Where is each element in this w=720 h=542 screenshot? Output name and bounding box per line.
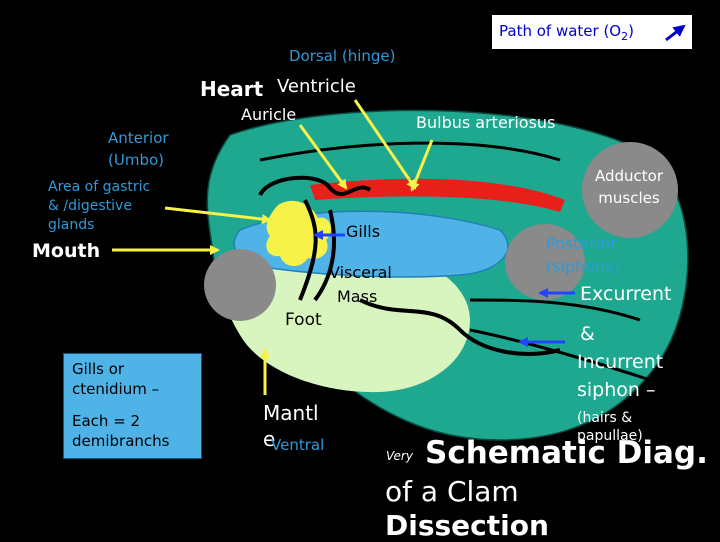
mouth-label: Mouth	[32, 240, 101, 262]
gills-label: Gills	[346, 222, 381, 241]
anterior-adductor	[204, 249, 276, 321]
posterior-label-line1: Posterior	[546, 234, 617, 253]
mantle-label-line2: e	[263, 427, 276, 451]
water-path-label: Path of water (O2)	[499, 22, 634, 43]
excurrent-label: Excurrent	[580, 283, 672, 305]
gastric-label-line3: glands	[48, 217, 95, 233]
hairs-label-line2: papullae)	[577, 428, 643, 444]
arrow-bulbus	[410, 139, 434, 192]
water-path-arrow-icon	[665, 24, 686, 42]
gills-box-line4: demibranchs	[72, 432, 170, 450]
mantle-label-line1: Mantl	[263, 401, 319, 425]
visceral-label-line2: Mass	[337, 287, 378, 306]
anterior-label-line1: Anterior	[108, 129, 169, 147]
foot-label: Foot	[285, 310, 322, 330]
gills-box-line2: ctenidium –	[72, 380, 160, 398]
gills-info-box: Gills or ctenidium – Each = 2 demibranch…	[63, 353, 202, 459]
incurrent-label-line2: Incurrent	[577, 351, 664, 373]
ventral-label: Ventral	[271, 436, 325, 454]
bulbus-label: Bulbus arteriosus	[416, 113, 556, 132]
mantle-cavity-line	[259, 141, 561, 162]
dorsal-label: Dorsal (hinge)	[289, 47, 396, 65]
gastric-label-line2: & /digestive	[48, 198, 132, 214]
heart-label: Heart	[200, 77, 264, 101]
title-line3: Dissection	[385, 509, 549, 542]
visceral-mass	[224, 246, 470, 393]
hairs-label-line1: (hairs &	[577, 410, 633, 426]
arrow-auricle	[298, 124, 348, 190]
auricle-label: Auricle	[241, 105, 297, 124]
title-very: Very	[386, 449, 413, 463]
siphon-tubes	[469, 298, 651, 382]
gills-box-line1: Gills or	[72, 360, 125, 378]
adductor-label-line2: muscles	[598, 189, 660, 207]
gills-box-line3: Each = 2	[72, 412, 141, 430]
lower-muscle	[505, 224, 585, 300]
title-line1: Schematic Diag.	[425, 435, 708, 471]
incurrent-label-line1: &	[580, 323, 595, 345]
water-path-box	[492, 15, 692, 49]
adductor-label-line1: Adductor	[594, 167, 664, 185]
ventricle-label: Ventricle	[277, 76, 356, 97]
intestine	[298, 199, 561, 356]
gastric-label-line1: Area of gastric	[48, 179, 151, 195]
visceral-label-line1: Visceral	[329, 263, 392, 282]
posterior-adductor	[582, 142, 678, 238]
posterior-label-line2: (siphons)	[546, 257, 620, 276]
arrow-ventricle	[353, 99, 417, 190]
bulbus-vessel	[310, 178, 565, 212]
title-line2: of a Clam	[385, 475, 519, 508]
anterior-label-line2: (Umbo)	[108, 151, 164, 169]
arrow-gastric	[164, 206, 272, 225]
heart-loop	[258, 175, 372, 197]
incurrent-label-line3: siphon –	[577, 379, 656, 401]
